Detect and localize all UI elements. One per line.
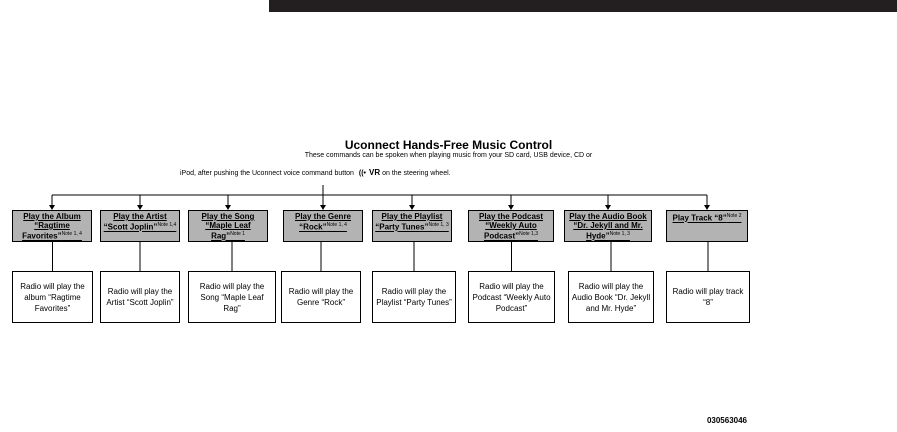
command-box: Play the Playlist “Party Tunes”Note 1, 3	[372, 210, 452, 242]
figure-code: 030563046	[706, 416, 747, 425]
command-label: Play the Album “Ragtime Favorites”	[22, 212, 81, 241]
result-box: Radio will play track “8”	[666, 271, 750, 323]
command-note: Note 1,4	[157, 222, 177, 228]
command-box: Play the Audio Book “Dr. Jekyll and Mr. …	[564, 210, 652, 242]
command-label: Play the Artist “Scott Joplin”	[103, 212, 167, 232]
command-box: Play the Album “Ragtime Favorites”Note 1…	[12, 210, 92, 242]
connector-arrow	[508, 205, 514, 210]
command-label: Play the Song “Maple Leaf Rag”	[201, 212, 255, 241]
result-text: Radio will play the album “Ragtime Favor…	[20, 281, 85, 313]
command-label: Play the Genre “Rock”	[294, 212, 352, 232]
header-bar	[269, 0, 897, 12]
result-box: Radio will play the Artist “Scott Joplin…	[100, 271, 180, 323]
result-box: Radio will play the Genre “Rock”	[281, 271, 361, 323]
command-box: Play the Song “Maple Leaf Rag”Note 1	[188, 210, 268, 242]
command-box: Play the Podcast “Weekly Auto Podcast”No…	[468, 210, 554, 242]
command-label: Play the Audio Book “Dr. Jekyll and Mr. …	[569, 212, 647, 241]
command-label: Play the Podcast “Weekly Auto Podcast”	[478, 212, 544, 241]
result-box: Radio will play the Podcast “Weekly Auto…	[468, 271, 555, 323]
command-box: Play the Genre “Rock”Note 1, 4	[283, 210, 363, 242]
subtitle-prefix: iPod, after pushing the Uconnect voice c…	[180, 170, 354, 177]
result-text: Radio will play track “8”	[672, 287, 744, 307]
result-text: Radio will play the Artist “Scott Joplin…	[106, 287, 174, 307]
command-label: Play Track “8”	[672, 213, 727, 223]
result-text: Radio will play the Playlist “Party Tune…	[376, 287, 452, 307]
connector-arrow	[225, 205, 231, 210]
command-note: Note 1, 3	[609, 231, 630, 237]
command-note: Note 1, 4	[326, 222, 347, 228]
result-box: Radio will play the Playlist “Party Tune…	[372, 271, 456, 323]
result-box: Radio will play the Song “Maple Leaf Rag…	[188, 271, 276, 323]
command-note: Note 1	[230, 231, 245, 237]
connector-arrow	[605, 205, 611, 210]
subtitle-suffix: on the steering wheel.	[382, 170, 451, 177]
diagram-subtitle-line1: These commands can be spoken when playin…	[304, 152, 593, 159]
command-box: Play the Artist “Scott Joplin”Note 1,4	[100, 210, 180, 242]
vr-label: VR	[369, 168, 381, 177]
command-box: Play Track “8”Note 2	[666, 210, 748, 242]
connector-arrow	[409, 205, 415, 210]
result-text: Radio will play the Audio Book “Dr. Jeky…	[571, 281, 651, 313]
command-note: Note 1, 3	[428, 222, 449, 228]
command-note: Note 1,3	[519, 231, 539, 237]
connector-arrow	[137, 205, 143, 210]
voice-recognition-icon: ((•	[358, 170, 367, 177]
result-text: Radio will play the Podcast “Weekly Auto…	[472, 281, 551, 313]
result-text: Radio will play the Genre “Rock”	[288, 287, 354, 307]
command-note: Note 1, 4	[61, 231, 82, 237]
command-note: Note 2	[726, 213, 742, 219]
connector-arrow	[704, 205, 710, 210]
diagram-subtitle-line2: iPod, after pushing the Uconnect voice c…	[180, 168, 451, 177]
diagram-title: Uconnect Hands-Free Music Control	[344, 138, 553, 152]
connector-arrow	[320, 205, 326, 210]
result-text: Radio will play the Song “Maple Leaf Rag…	[199, 281, 265, 313]
result-box: Radio will play the Audio Book “Dr. Jeky…	[568, 271, 654, 323]
connector-arrow	[49, 205, 55, 210]
result-box: Radio will play the album “Ragtime Favor…	[12, 271, 93, 323]
command-label: Play the Playlist “Party Tunes”	[375, 212, 443, 232]
